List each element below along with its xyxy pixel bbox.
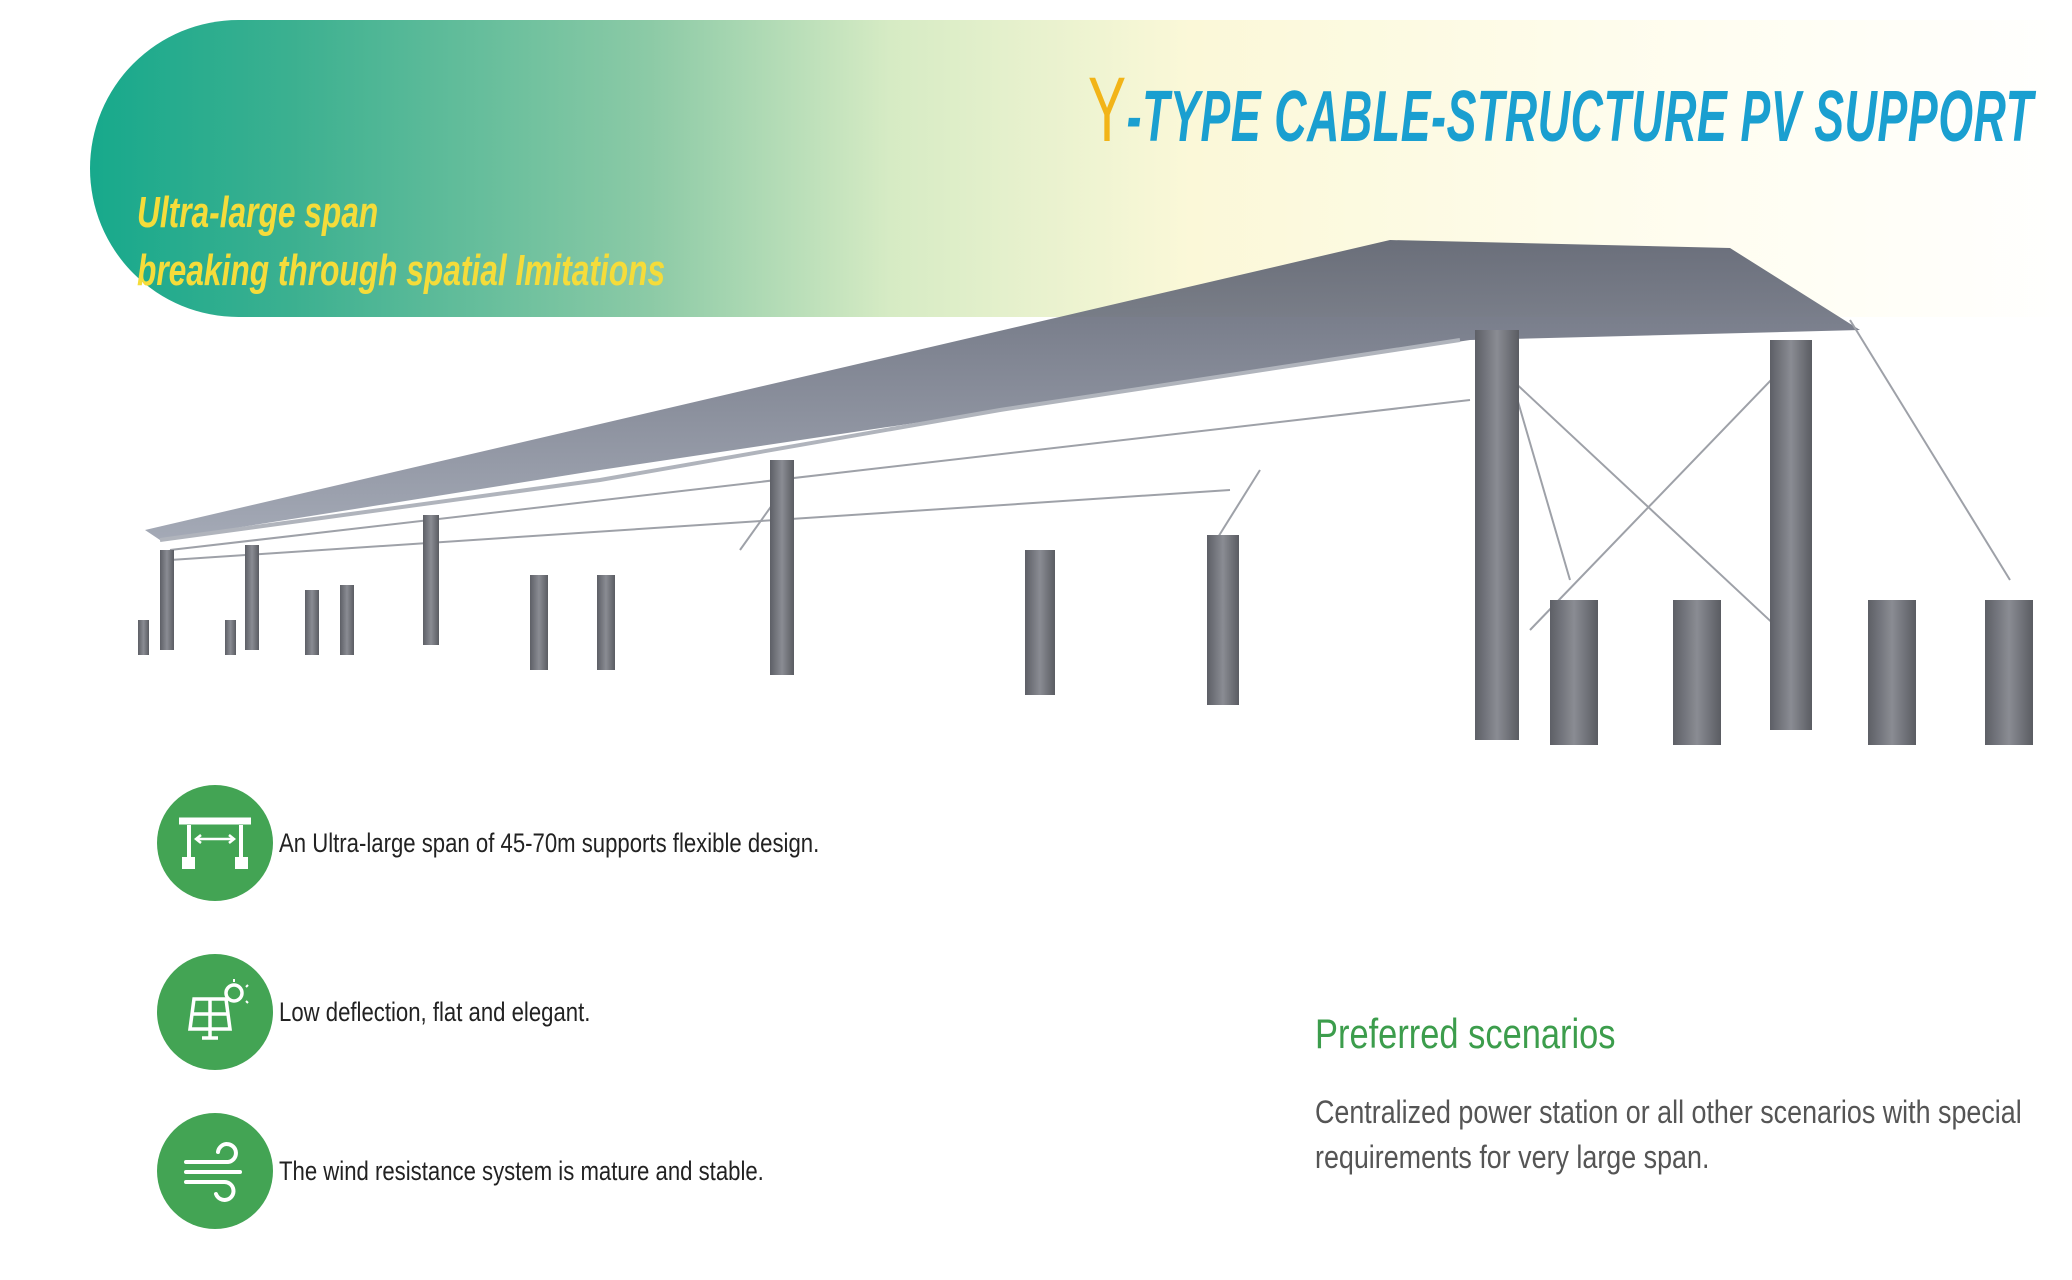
- cables: [169, 319, 2011, 631]
- scenarios-description-line-2: requirements for very large span.: [1315, 1139, 1710, 1175]
- cable-structure-illustration: [138, 240, 2033, 745]
- subtitle-line-2: breaking through spatial Imitations: [137, 246, 666, 295]
- pv-panel-array: [145, 240, 1860, 540]
- page-title: Y-TYPE CABLE-STRUCTURE PV SUPPORT: [1088, 58, 2034, 163]
- solar-panel-icon: [157, 954, 273, 1070]
- title-letter: Y: [1088, 59, 1127, 161]
- feature-text: The wind resistance system is mature and…: [279, 1155, 764, 1186]
- feature-item: Low deflection, flat and elegant.: [157, 954, 659, 1070]
- wind-icon: [157, 1113, 273, 1229]
- feature-item: An Ultra-large span of 45-70m supports f…: [157, 785, 938, 901]
- subtitle-line-1: Ultra-large span: [137, 188, 379, 237]
- columns: [138, 330, 2033, 745]
- scenarios-description-line-1: Centralized power station or all other s…: [1315, 1094, 2022, 1130]
- feature-text: An Ultra-large span of 45-70m supports f…: [279, 827, 820, 858]
- feature-text: Low deflection, flat and elegant.: [279, 996, 591, 1027]
- span-icon: [157, 785, 273, 901]
- scenarios-heading: Preferred scenarios: [1315, 1010, 1616, 1057]
- feature-item: The wind resistance system is mature and…: [157, 1113, 870, 1229]
- title-text: -TYPE CABLE-STRUCTURE PV SUPPORT: [1126, 77, 2034, 157]
